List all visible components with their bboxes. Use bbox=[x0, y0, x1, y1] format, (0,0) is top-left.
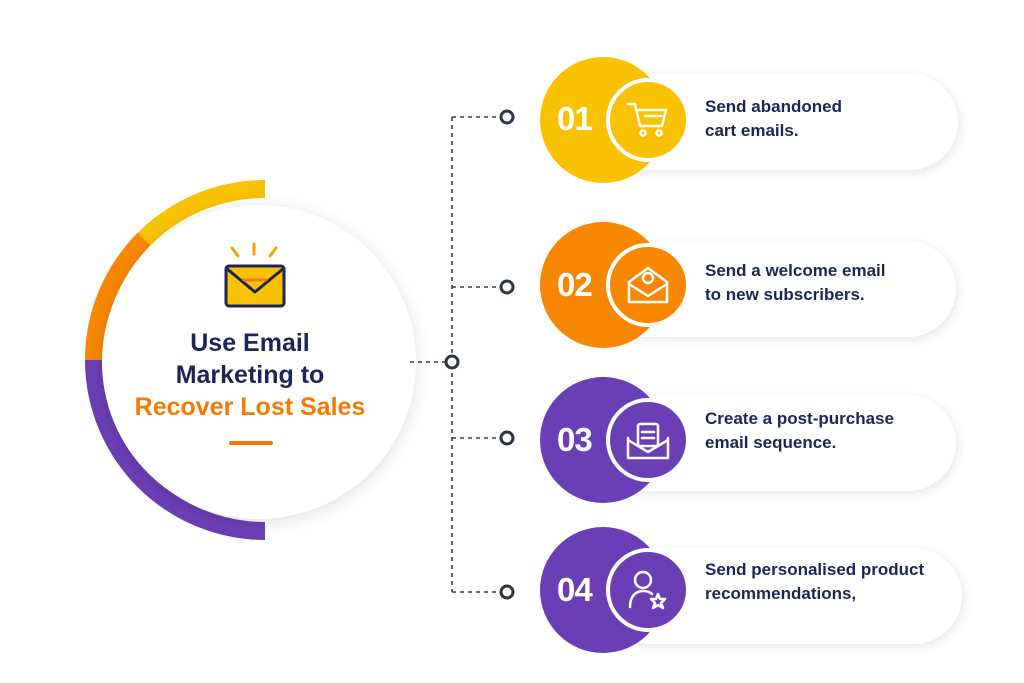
user-star-icon bbox=[628, 570, 667, 610]
step-circle-4 bbox=[540, 527, 690, 653]
step-text-1-line2: cart emails. bbox=[705, 121, 799, 140]
step-text-4-line2: recommendations, bbox=[705, 584, 857, 603]
ring-segment-yellow bbox=[137, 179, 265, 246]
step-text-3-line2: email sequence. bbox=[705, 433, 837, 452]
clipboard-envelope-icon bbox=[626, 422, 670, 460]
connector-nodes bbox=[444, 109, 515, 600]
title-line-2: Marketing to bbox=[175, 361, 325, 389]
cart-icon bbox=[626, 102, 668, 137]
step-text-1: Send abandoned cart emails. bbox=[705, 95, 842, 143]
connector-node-2 bbox=[499, 279, 515, 295]
ring-segment-orange bbox=[85, 232, 151, 360]
connector-node-3 bbox=[499, 430, 515, 446]
title-underline bbox=[229, 441, 273, 445]
connector-node-center bbox=[444, 354, 460, 370]
step-number-1: 01 bbox=[557, 100, 593, 137]
title-line-1: Use Email bbox=[190, 329, 310, 357]
step-text-3-line1: Create a post-purchase bbox=[705, 409, 894, 428]
center-disc bbox=[102, 205, 416, 519]
step-circle-2 bbox=[540, 222, 690, 348]
step-number-4: 04 bbox=[557, 571, 593, 608]
step-text-4: Send personalised product recommendation… bbox=[705, 558, 924, 606]
step-circle-3 bbox=[540, 377, 690, 503]
step-text-2: Send a welcome email to new subscribers. bbox=[705, 259, 885, 307]
connector-lines bbox=[410, 116, 498, 593]
connector-node-4 bbox=[499, 584, 515, 600]
step-text-4-line1: Send personalised product bbox=[705, 560, 925, 579]
main-title: Use Email Marketing to Recover Lost Sale… bbox=[120, 327, 380, 423]
step-text-3: Create a post-purchase email sequence. bbox=[705, 407, 894, 455]
envelope-icon bbox=[224, 242, 286, 308]
step-number-3: 03 bbox=[557, 421, 593, 458]
step-text-2-line2: to new subscribers. bbox=[705, 285, 865, 304]
welcome-envelope-icon bbox=[627, 266, 669, 304]
step-circle-1 bbox=[540, 57, 690, 183]
connector-node-1 bbox=[499, 109, 515, 125]
title-line-3: Recover Lost Sales bbox=[134, 393, 366, 421]
step-text-2-line1: Send a welcome email bbox=[705, 261, 886, 280]
step-text-1-line1: Send abandoned bbox=[705, 97, 842, 116]
step-number-2: 02 bbox=[557, 266, 593, 303]
